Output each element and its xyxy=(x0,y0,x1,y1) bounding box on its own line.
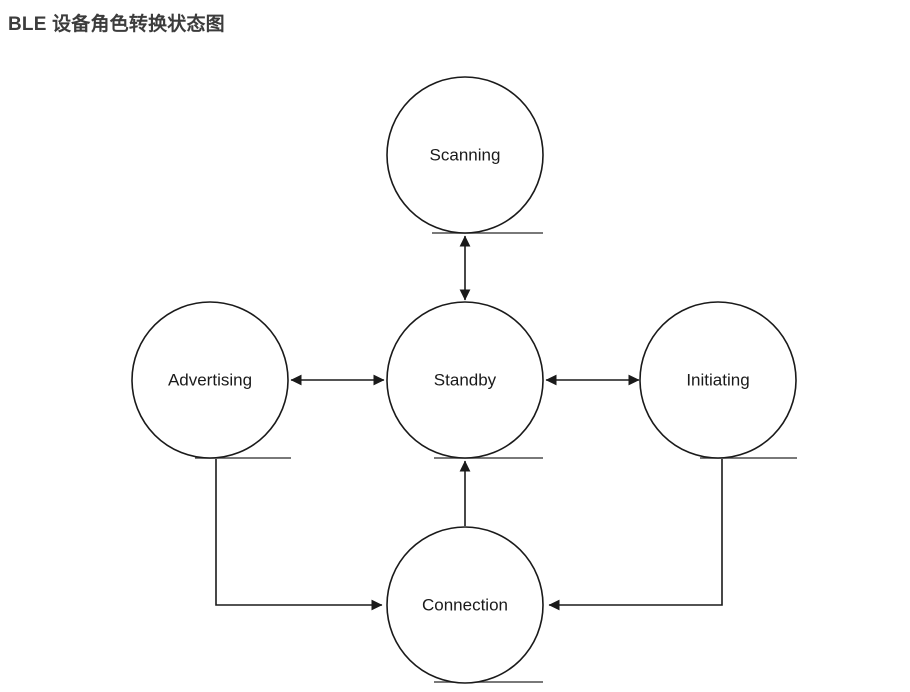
node-shape-advertising[interactable] xyxy=(131,301,289,459)
node-shape-connection[interactable] xyxy=(386,526,544,684)
node-shape-standby[interactable] xyxy=(386,301,544,459)
state-node-connection[interactable]: Connection xyxy=(386,526,544,684)
state-node-initiating[interactable]: Initiating xyxy=(639,301,797,459)
page-title: BLE 设备角色转换状态图 xyxy=(8,14,225,35)
node-label-standby: Standby xyxy=(434,370,497,389)
state-node-scanning[interactable]: Scanning xyxy=(386,76,544,234)
edge-advertising-connection[interactable] xyxy=(215,459,383,611)
edge-layer xyxy=(215,235,723,611)
node-baseline-rails xyxy=(195,232,797,683)
node-label-connection: Connection xyxy=(422,595,508,614)
node-label-advertising: Advertising xyxy=(168,370,252,389)
edge-initiating-connection[interactable] xyxy=(548,459,723,611)
node-shape-scanning[interactable] xyxy=(386,76,544,234)
node-layer: Scanning Advertising Standby Initiating … xyxy=(131,76,797,684)
state-node-advertising[interactable]: Advertising xyxy=(131,301,289,459)
node-label-initiating: Initiating xyxy=(686,370,749,389)
state-node-standby[interactable]: Standby xyxy=(386,301,544,459)
node-label-scanning: Scanning xyxy=(430,145,501,164)
node-shape-initiating[interactable] xyxy=(639,301,797,459)
